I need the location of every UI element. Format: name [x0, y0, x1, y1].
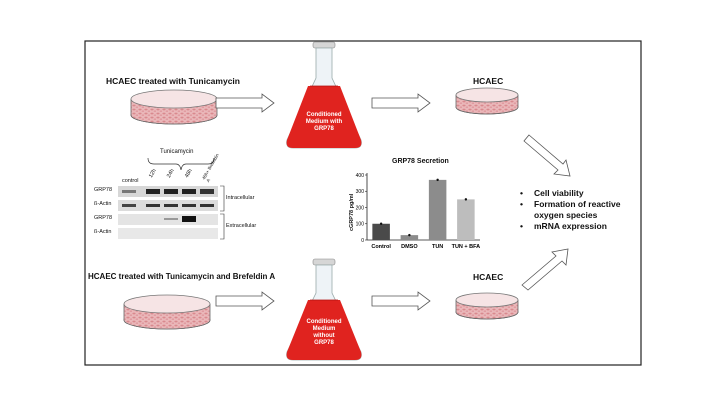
bottom-target-label: HCAEC	[473, 272, 504, 282]
row-label: ß-Actin	[94, 229, 112, 235]
band	[200, 204, 214, 207]
treatment-bracket	[147, 157, 215, 171]
bottom-flask-label: Conditioned Medium without GRP78	[306, 319, 342, 346]
bar	[400, 235, 419, 240]
y-tick-label: 200	[356, 205, 365, 211]
petri-dish-bottom-source	[123, 294, 211, 330]
bar	[428, 179, 447, 240]
outcome-item: •mRNA expression	[520, 221, 607, 231]
band	[164, 204, 178, 207]
flask-bottom	[286, 258, 362, 361]
band	[122, 204, 136, 207]
band	[200, 189, 214, 194]
category-label: DMSO	[401, 244, 418, 250]
error-marker	[379, 222, 383, 225]
band	[122, 190, 136, 193]
western-blot	[118, 157, 225, 240]
top-source-label: HCAEC treated with Tunicamycin	[106, 76, 240, 86]
y-tick-label: 300	[356, 189, 365, 195]
error-marker	[464, 198, 468, 201]
category-label: TUN	[432, 244, 443, 250]
category-label: TUN + BFA	[452, 244, 481, 250]
outcome-item: •Cell viability	[520, 188, 584, 198]
arrow-diagonal-down-icon	[523, 134, 571, 177]
band	[182, 204, 196, 207]
blot-strip	[118, 228, 218, 239]
petri-dish-top-target	[455, 87, 519, 115]
error-marker	[436, 178, 439, 182]
top-target-label: HCAEC	[473, 76, 504, 86]
chart-ylabel: cGRP78 pg/ml	[349, 193, 355, 231]
lane-label: control	[122, 178, 139, 184]
arrow-right-icon	[371, 93, 431, 113]
outcomes-list: •Cell viability •Formation of reactive o…	[520, 188, 652, 232]
arrow-diagonal-up-icon	[521, 248, 569, 291]
y-tick-label: 100	[356, 222, 365, 228]
petri-dish-top-source	[130, 89, 218, 125]
band	[164, 218, 178, 220]
band	[146, 189, 160, 194]
category-label: Control	[371, 244, 391, 250]
arrow-right-icon	[215, 291, 275, 311]
y-tick-label: 0	[361, 238, 364, 244]
band	[182, 189, 196, 194]
row-label: ß-Actin	[94, 201, 112, 207]
petri-dish-bottom-target	[455, 292, 519, 320]
fraction-label: Intracellular	[226, 195, 255, 201]
top-flask-label: Conditioned Medium with GRP78	[305, 112, 343, 132]
band	[182, 216, 196, 222]
arrow-right-icon	[371, 291, 431, 311]
error-marker	[408, 233, 411, 237]
row-label: GRP78	[94, 187, 113, 193]
y-tick-label: 400	[356, 173, 365, 179]
band	[146, 204, 160, 207]
chart-title: GRP78 Secretion	[392, 158, 449, 165]
row-label: GRP78	[94, 215, 113, 221]
bar	[372, 223, 390, 240]
band	[164, 189, 178, 194]
bar-chart: 0 100 200 300 400 Control DMSO TUN TUN + BFA	[356, 173, 481, 250]
arrow-right-icon	[215, 93, 275, 113]
bar	[457, 199, 475, 240]
fraction-label: Extracellular	[226, 223, 257, 229]
bottom-source-label: HCAEC treated with Tunicamycin and Brefe…	[88, 272, 276, 281]
outcome-item: •Formation of reactive oxygen species	[520, 199, 621, 220]
flask-top	[286, 41, 362, 149]
figure-frame	[84, 40, 642, 366]
treatment-label: Tunicamycin	[160, 149, 194, 155]
